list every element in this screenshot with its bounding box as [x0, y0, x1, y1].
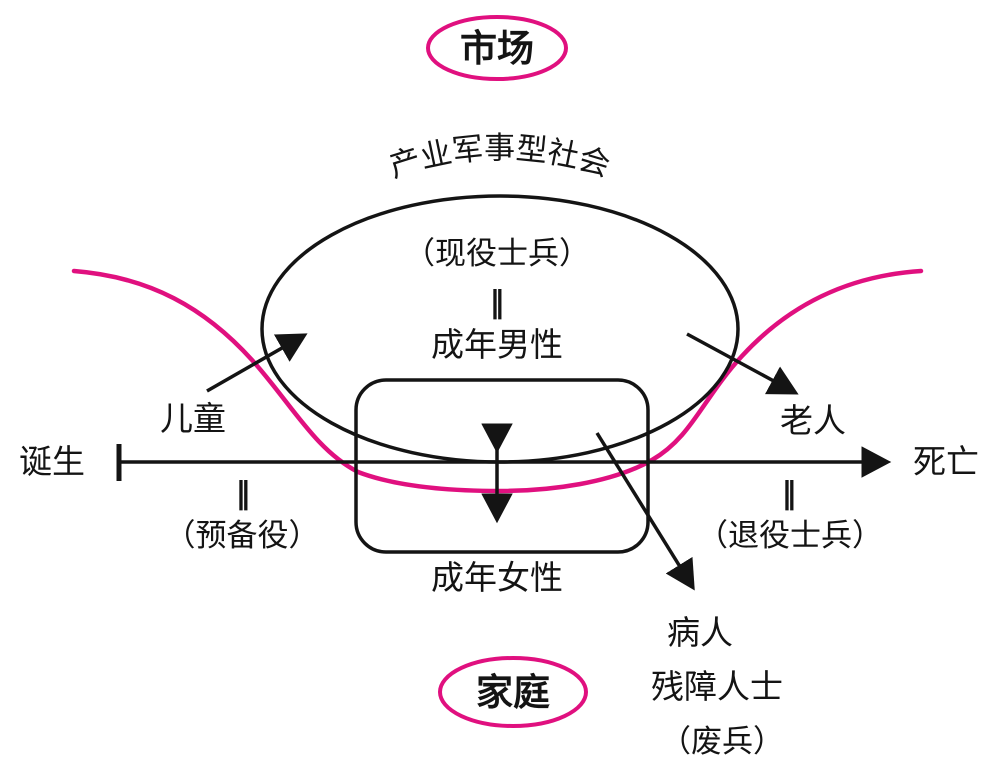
adult-women-label: 成年女性 — [431, 558, 563, 597]
adult-women-box — [354, 378, 650, 554]
equiv-symbol-right: ‖ — [782, 476, 797, 511]
retired-label: （退役士兵） — [697, 518, 883, 554]
death-label: 死亡 — [913, 442, 979, 481]
birth-label: 诞生 — [19, 442, 85, 481]
children-entry-arrow — [206, 333, 308, 393]
crippled-soldiers-label: （废兵） — [660, 724, 784, 760]
equiv-symbol-left: ‖ — [236, 476, 251, 511]
children-label: 儿童 — [160, 399, 226, 438]
equiv-symbol-center: ‖ — [490, 285, 505, 320]
family-bubble — [438, 656, 588, 728]
sick-label: 病人 — [667, 613, 733, 652]
disabled-label: 残障人士 — [651, 667, 783, 706]
reserve-label: （预备役） — [165, 518, 320, 554]
society-arc-label: 产业军事型社会 — [385, 130, 614, 185]
family-label: 家庭 — [476, 671, 550, 714]
casualty-exit-arrow — [595, 432, 695, 591]
active-soldiers-label: （现役士兵） — [404, 236, 590, 272]
adult-men-label: 成年男性 — [431, 325, 563, 364]
market-bubble — [426, 15, 568, 81]
market-label: 市场 — [460, 27, 534, 70]
elderly-label: 老人 — [780, 401, 846, 440]
elderly-exit-arrow — [686, 332, 799, 395]
